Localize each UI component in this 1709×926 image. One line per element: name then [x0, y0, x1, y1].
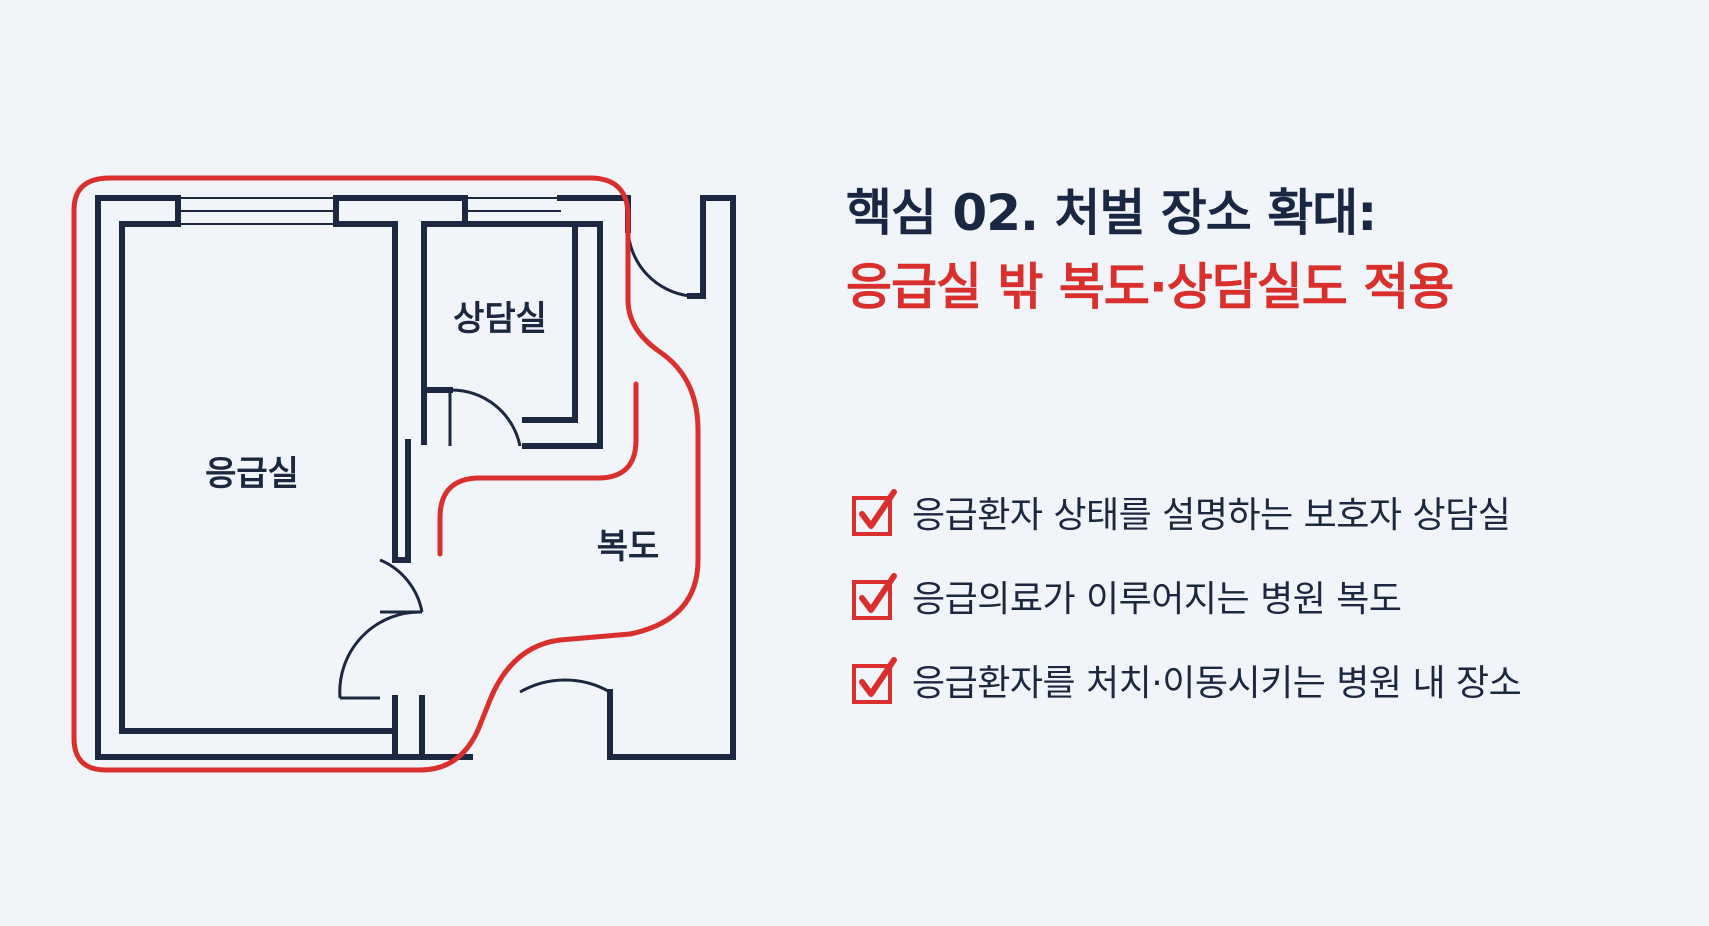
- corridor-bottom-door-swing: [519, 678, 611, 694]
- penalty-area-outline: [71, 175, 701, 773]
- er-door-swing-lower: [338, 610, 423, 699]
- top-wall-middle: [333, 195, 468, 227]
- room-label-emergency: 응급실: [205, 454, 299, 494]
- floor-plan-diagram: 응급실 상담실 복도: [71, 175, 736, 773]
- outer-wall-outer-line: [95, 195, 473, 760]
- checkbox-checked-icon: [852, 573, 897, 620]
- counseling-door-swing: [449, 388, 522, 447]
- window-right: [464, 197, 561, 225]
- checklist-item-label: 응급환자를 처치·이동시키는 병원 내 장소: [912, 663, 1522, 704]
- window-left: [177, 197, 337, 225]
- corridor-top-door-swing: [626, 229, 691, 298]
- er-door-leaves: [340, 610, 422, 700]
- er-door-stub: [392, 695, 425, 760]
- room-label-corridor: 복도: [597, 527, 660, 567]
- checkbox-checked-icon: [852, 489, 897, 536]
- checklist-item: 응급환자를 처치·이동시키는 병원 내 장소: [850, 638, 1690, 722]
- penalty-area-inner-outline: [437, 381, 639, 557]
- heading-line-1: 핵심 02. 처벌 장소 확대:: [846, 184, 1377, 242]
- checkbox-checked-icon: [852, 657, 897, 704]
- checklist-item: 응급의료가 이루어지는 병원 복도: [850, 554, 1690, 638]
- heading: 핵심 02. 처벌 장소 확대: 응급실 밖 복도·상담실도 적용: [846, 176, 1686, 324]
- counseling-door-stub: [392, 439, 411, 563]
- checklist-item: 응급환자 상태를 설명하는 보호자 상담실: [850, 470, 1690, 554]
- room-label-counseling: 상담실: [453, 299, 547, 339]
- checklist-item-label: 응급의료가 이루어지는 병원 복도: [912, 579, 1402, 620]
- outer-wall-inner-line: [119, 221, 398, 734]
- heading-line-2: 응급실 밖 복도·상담실도 적용: [846, 258, 1454, 316]
- er-door-swing-upper: [379, 558, 424, 613]
- counseling-room-wall: [421, 221, 578, 423]
- checklist-item-label: 응급환자 상태를 설명하는 보호자 상담실: [912, 495, 1511, 536]
- top-wall-left: [95, 195, 181, 227]
- corridor-right-wall: [607, 195, 736, 760]
- checklist: 응급환자 상태를 설명하는 보호자 상담실 응급의료가 이루어지는 병원 복도 …: [850, 470, 1690, 722]
